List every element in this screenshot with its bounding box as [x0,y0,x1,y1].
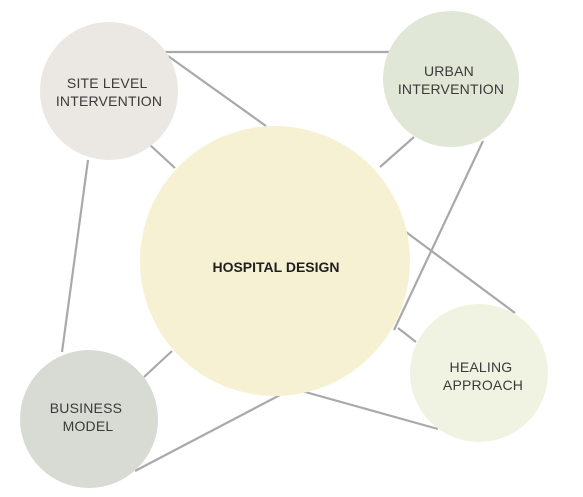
node-hospital-design [140,126,410,396]
connector-center-business-lower [134,394,281,472]
label-site-level-intervention: SITE LEVEL INTERVENTION [56,75,162,109]
label-healing-approach: HEALING APPROACH [443,359,523,393]
node-urban-intervention [383,11,519,147]
node-business-model [20,350,158,488]
label-urban-line-2: INTERVENTION [398,81,504,97]
connector-center-healing-lower [397,327,417,343]
node-healing-approach [410,304,548,442]
connector-center-healing-bottom [297,388,439,431]
connector-site-center-lower [149,144,176,169]
label-business-line-1: BUSINESS [50,400,122,416]
node-site-level-intervention [40,22,178,160]
label-hospital-design: HOSPITAL DESIGN [212,259,339,275]
label-urban-intervention: URBAN INTERVENTION [398,63,504,97]
label-business-model: BUSINESS MODEL [50,400,127,434]
label-business-line-2: MODEL [63,418,114,434]
connector-urban-healing [393,140,484,331]
connector-lines [60,50,516,472]
connector-urban-center [379,136,415,168]
label-site-line-1: SITE LEVEL [67,75,148,91]
connector-site-center [167,55,267,127]
label-site-line-2: INTERVENTION [56,93,162,109]
label-urban-line-1: URBAN [424,63,474,79]
label-healing-line-2: APPROACH [443,377,523,393]
connector-site-business [60,159,90,353]
label-healing-line-1: HEALING [450,359,513,375]
connector-center-business [143,350,173,378]
connector-center-healing [405,231,516,314]
